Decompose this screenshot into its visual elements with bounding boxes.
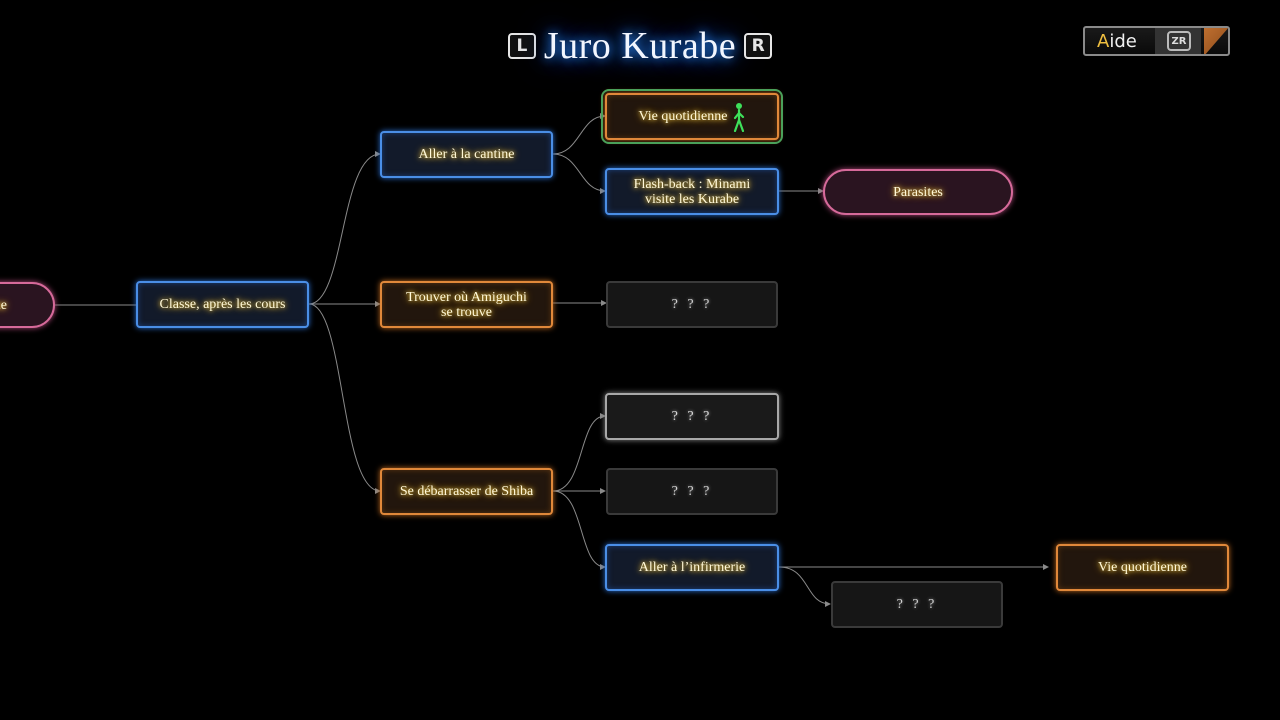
node-label: Vie quotidienne <box>1098 560 1187 575</box>
help-button[interactable]: Aide ZR <box>1083 26 1230 56</box>
node-vie-quotidienne-2[interactable]: Vie quotidienne <box>1056 544 1229 591</box>
node-vie-quotidienne-current[interactable]: Vie quotidienne <box>601 89 783 144</box>
node-unknown-1[interactable]: ? ? ? <box>606 281 778 328</box>
node-label-line-2: visite les Kurabe <box>644 191 740 207</box>
help-corner-decoration <box>1204 28 1228 54</box>
node-label-line-2: se trouve <box>441 304 492 320</box>
node-flash-back-minami[interactable]: Flash-back : Minami visite les Kurabe <box>605 168 779 215</box>
link-infirmerie-unknown <box>778 566 831 607</box>
node-classe-apres-les-cours[interactable]: Classe, après les cours <box>136 281 309 328</box>
page-title: Juro Kurabe <box>543 25 737 67</box>
walking-figure-icon <box>734 102 745 132</box>
node-label-line-1: Trouver où Amiguchi <box>406 289 527 305</box>
node-unknown-2[interactable]: ? ? ? <box>605 393 779 440</box>
node-label: Parasites <box>893 184 943 200</box>
l-button-icon[interactable]: L <box>507 33 536 59</box>
node-partial-left[interactable]: ne <box>0 282 55 328</box>
help-key-area: ZR <box>1155 28 1201 54</box>
node-label: ? ? ? <box>896 597 938 612</box>
node-label: Classe, après les cours <box>159 297 286 312</box>
node-label: ne <box>0 297 7 313</box>
node-parasites[interactable]: Parasites <box>823 169 1013 215</box>
node-aller-a-la-cantine[interactable]: Aller à la cantine <box>380 131 553 178</box>
node-label: ? ? ? <box>671 297 713 312</box>
node-label: ? ? ? <box>671 409 713 424</box>
link-shiba-unknown-1 <box>552 413 606 492</box>
node-unknown-3[interactable]: ? ? ? <box>606 468 778 515</box>
chapter-title-bar: L Juro Kurabe R <box>500 22 780 70</box>
help-label: Aide <box>1097 30 1137 52</box>
link-classe-shiba <box>308 303 381 494</box>
link-cantine-vie <box>552 113 606 155</box>
node-se-debarrasser-de-shiba[interactable]: Se débarrasser de Shiba <box>380 468 553 515</box>
node-label: Aller à la cantine <box>418 147 515 162</box>
zr-button-icon: ZR <box>1167 31 1191 51</box>
link-cantine-flashback <box>552 153 606 194</box>
link-classe-cantine <box>308 151 381 305</box>
r-button-icon[interactable]: R <box>744 33 773 59</box>
node-unknown-4[interactable]: ? ? ? <box>831 581 1003 628</box>
node-label: Vie quotidienne <box>638 109 728 124</box>
node-label: Se débarrasser de Shiba <box>399 484 534 499</box>
node-trouver-amiguchi[interactable]: Trouver où Amiguchi se trouve <box>380 281 553 328</box>
node-label: Aller à l’infirmerie <box>638 560 746 575</box>
link-shiba-infirmerie <box>552 490 606 570</box>
node-label-line-1: Flash-back : Minami <box>633 176 751 192</box>
node-aller-a-l-infirmerie[interactable]: Aller à l’infirmerie <box>605 544 779 591</box>
node-label: ? ? ? <box>671 484 713 499</box>
